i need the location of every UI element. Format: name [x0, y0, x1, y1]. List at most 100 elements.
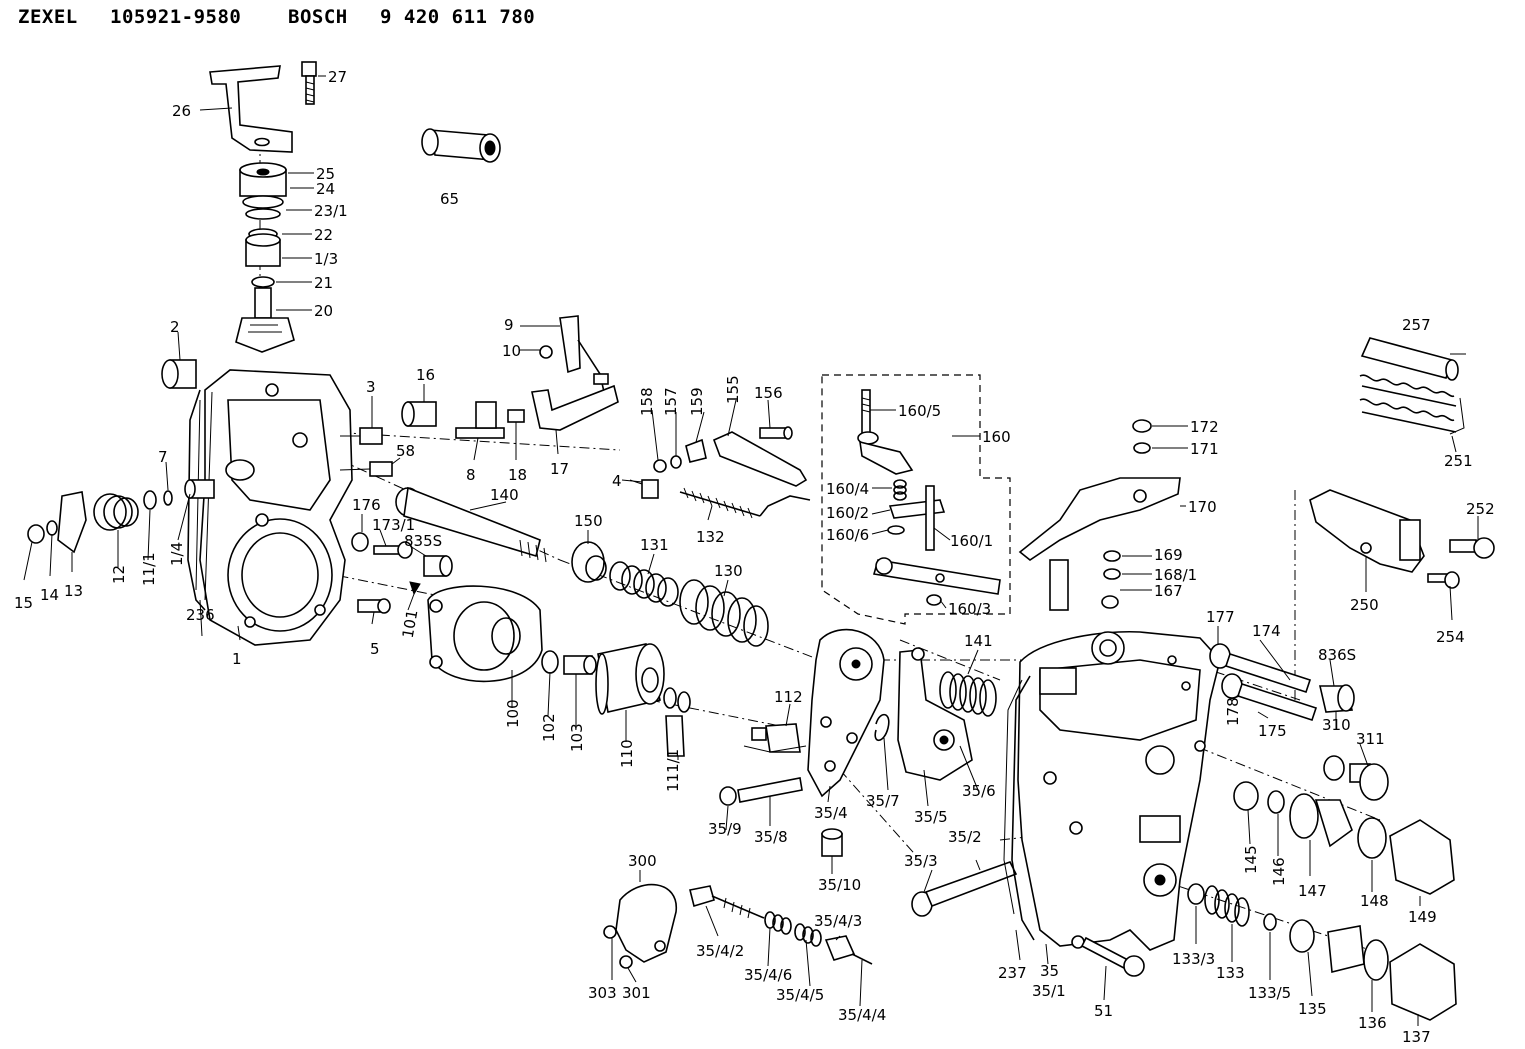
label-168-1: 168/1	[1154, 566, 1197, 584]
label-150: 150	[574, 512, 603, 530]
label-112: 112	[774, 688, 803, 706]
part-35-4-6-spring	[764, 911, 792, 935]
label-171: 171	[1190, 440, 1219, 458]
part-labels: 26 27 65 25 24 23/1 22 1/3 21 20 2 3 16 …	[14, 68, 1495, 1046]
label-12: 12	[110, 565, 128, 584]
part-35-4-5-spring	[794, 923, 822, 947]
part-35-4-3-nut	[824, 935, 856, 961]
label-4: 4	[612, 472, 622, 490]
part-250-bracket	[1309, 489, 1425, 573]
part-160-3-clip	[926, 594, 942, 606]
label-130: 130	[714, 562, 743, 580]
part-5-screw	[357, 598, 391, 614]
label-137: 137	[1402, 1028, 1431, 1046]
part-835s-plug	[423, 555, 453, 577]
label-169: 169	[1154, 546, 1183, 564]
label-100: 100	[504, 699, 522, 728]
label-18: 18	[508, 466, 527, 484]
brand-name: BOSCH	[288, 6, 348, 28]
part-148-washer	[1357, 817, 1387, 859]
part-160-2-bar	[888, 485, 946, 551]
part-160-6-clip	[887, 525, 905, 535]
label-176: 176	[352, 496, 381, 514]
label-140: 140	[490, 486, 519, 504]
label-35-4-6: 35/4/6	[744, 966, 792, 984]
label-146: 146	[1270, 857, 1288, 886]
part-137-cap	[1389, 943, 1457, 1021]
label-160-3: 160/3	[948, 600, 991, 618]
part-35-4-lever	[807, 628, 885, 798]
label-35-4-3: 35/4/3	[814, 912, 862, 930]
part-12-spring	[93, 493, 139, 531]
part-146-washer	[1267, 790, 1285, 814]
label-1-3: 1/3	[314, 250, 338, 268]
label-16: 16	[416, 366, 435, 384]
part-131-spring	[609, 561, 679, 607]
label-148: 148	[1360, 892, 1389, 910]
label-20: 20	[314, 302, 333, 320]
label-167: 167	[1154, 582, 1183, 600]
part-26-bracket	[209, 65, 293, 153]
label-35-9: 35/9	[708, 820, 742, 838]
label-257: 257	[1402, 316, 1431, 334]
label-24: 24	[316, 180, 335, 198]
part-170-lever	[1018, 477, 1181, 611]
label-172: 172	[1190, 418, 1219, 436]
part-159-clip	[685, 438, 707, 463]
assembly-160-boundary	[821, 374, 1011, 625]
part-14-washer	[46, 520, 58, 536]
part-160-5-pin	[857, 389, 914, 475]
label-237: 237	[998, 964, 1027, 982]
part-145-nut	[1233, 781, 1259, 811]
part-236-gasket	[187, 389, 206, 611]
label-236: 236	[186, 606, 215, 624]
part-252-screw	[1449, 537, 1495, 559]
part-35-8-pin	[737, 777, 803, 803]
label-136: 136	[1358, 1014, 1387, 1032]
label-175: 175	[1258, 722, 1287, 740]
part-65-sleeve	[421, 128, 501, 163]
label-65: 65	[440, 190, 459, 208]
part-300-cover	[615, 883, 677, 963]
part-133-3-nut	[1187, 883, 1205, 905]
label-35-7: 35/7	[866, 792, 900, 810]
part-35-housing	[1017, 630, 1221, 951]
part-254-screw	[1427, 571, 1460, 589]
label-160-4: 160/4	[826, 480, 869, 498]
label-8: 8	[466, 466, 476, 484]
part-35-2-shaft	[924, 861, 1018, 908]
part-156-bolt	[759, 426, 793, 440]
label-2: 2	[170, 318, 180, 336]
label-17: 17	[550, 460, 569, 478]
label-301: 301	[622, 984, 651, 1002]
part-11-1-washer	[143, 490, 157, 510]
label-178: 178	[1224, 697, 1242, 726]
part-160-1-plate	[872, 557, 1001, 595]
label-155: 155	[724, 375, 742, 404]
label-111-1: 111/1	[664, 749, 682, 792]
bosch-part-number: 9 420 611 780	[380, 6, 536, 28]
part-301-nut	[619, 955, 633, 969]
part-130-spring	[679, 579, 769, 647]
label-51: 51	[1094, 1002, 1113, 1020]
label-35-1: 35/1	[1032, 982, 1066, 1000]
label-300: 300	[628, 852, 657, 870]
part-160-4-spring	[893, 479, 907, 501]
label-35-6: 35/6	[962, 782, 996, 800]
label-836s: 836S	[1318, 646, 1356, 664]
label-13: 13	[64, 582, 83, 600]
part-10-nut	[539, 345, 553, 359]
label-11-1: 11/1	[140, 552, 158, 586]
part-171-washer	[1133, 442, 1151, 454]
label-35-5: 35/5	[914, 808, 948, 826]
label-132: 132	[696, 528, 725, 546]
label-14: 14	[40, 586, 59, 604]
part-8-shaft	[455, 401, 505, 439]
part-112-fitting	[743, 723, 807, 753]
label-102: 102	[540, 713, 558, 742]
label-26: 26	[172, 102, 191, 120]
part-1-housing	[195, 369, 353, 646]
part-58-fitting	[339, 461, 393, 477]
label-35-10: 35/10	[818, 876, 861, 894]
part-310-washer	[1323, 755, 1345, 781]
